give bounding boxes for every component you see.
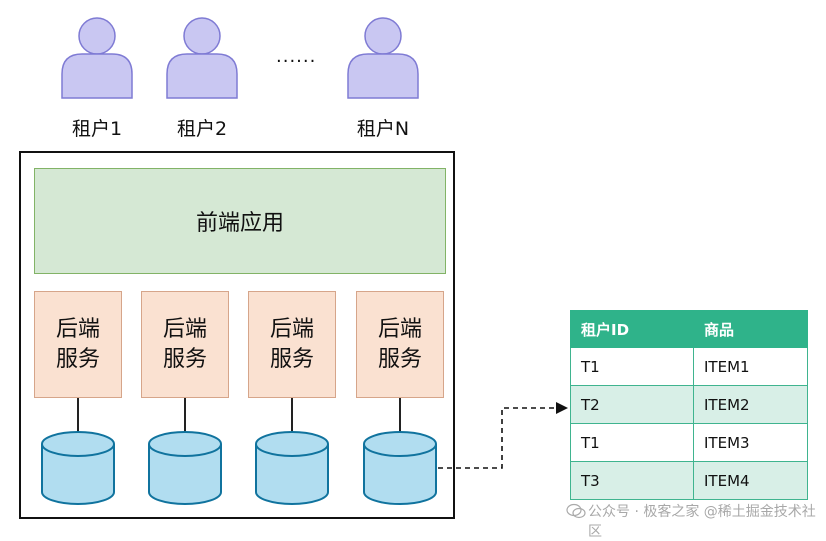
backend-label-line1: 后端 bbox=[162, 316, 207, 342]
tenant-1: 租户1 bbox=[58, 8, 136, 140]
tenant-label: 租户1 bbox=[71, 118, 123, 140]
backend-service: 后端 服务 bbox=[356, 291, 444, 398]
wechat-icon bbox=[566, 503, 586, 519]
database-icon bbox=[41, 431, 115, 505]
watermark: 公众号 · 极客之家 @稀土掘金技术社区 bbox=[588, 504, 816, 540]
table-header-row: 租户ID 商品 bbox=[570, 310, 808, 348]
backend-label-line2: 服务 bbox=[55, 346, 100, 372]
table-header-product: 商品 bbox=[693, 310, 808, 348]
frontend-app: 前端应用 bbox=[34, 168, 446, 274]
backend-label-line1: 后端 bbox=[269, 316, 314, 342]
person-icon bbox=[61, 17, 133, 99]
database-icon bbox=[148, 431, 222, 505]
backend-label-line2: 服务 bbox=[377, 346, 422, 372]
system-container bbox=[19, 151, 455, 519]
tenant-label: 租户N bbox=[356, 118, 410, 140]
database-icon bbox=[363, 431, 437, 505]
database-icon bbox=[255, 431, 329, 505]
table-header-tenant-id: 租户ID bbox=[570, 310, 694, 348]
tenant-n: 租户N bbox=[344, 8, 422, 140]
backend-service: 后端 服务 bbox=[248, 291, 336, 398]
backend-service: 后端 服务 bbox=[34, 291, 122, 398]
service-db-connector bbox=[399, 398, 401, 436]
service-db-connector bbox=[184, 398, 186, 436]
dashed-arrow bbox=[438, 402, 568, 469]
table-cell: T2 bbox=[570, 385, 694, 424]
person-icon bbox=[347, 17, 419, 99]
service-db-connector bbox=[291, 398, 293, 436]
tenant-data-table: 租户ID 商品 T1 ITEM1 T2 ITEM2 T1 ITEM3 T3 IT… bbox=[570, 310, 808, 500]
table-cell: ITEM4 bbox=[693, 461, 808, 500]
table-row: T1 ITEM1 bbox=[570, 347, 808, 386]
table-row: T1 ITEM3 bbox=[570, 423, 808, 462]
backend-label-line2: 服务 bbox=[269, 346, 314, 372]
ellipsis: ...... bbox=[276, 46, 317, 67]
table-row: T2 ITEM2 bbox=[570, 385, 808, 424]
backend-label-line1: 后端 bbox=[55, 316, 100, 342]
service-db-connector bbox=[77, 398, 79, 436]
table-cell: ITEM3 bbox=[693, 423, 808, 462]
table-cell: ITEM2 bbox=[693, 385, 808, 424]
backend-service: 后端 服务 bbox=[141, 291, 229, 398]
table-cell: T1 bbox=[570, 423, 694, 462]
person-icon bbox=[166, 17, 238, 99]
backend-label-line2: 服务 bbox=[162, 346, 207, 372]
table-cell: T1 bbox=[570, 347, 694, 386]
backend-label-line1: 后端 bbox=[377, 316, 422, 342]
tenant-label: 租户2 bbox=[176, 118, 228, 140]
table-row: T3 ITEM4 bbox=[570, 461, 808, 500]
tenant-2: 租户2 bbox=[163, 8, 241, 140]
table-cell: ITEM1 bbox=[693, 347, 808, 386]
table-cell: T3 bbox=[570, 461, 694, 500]
